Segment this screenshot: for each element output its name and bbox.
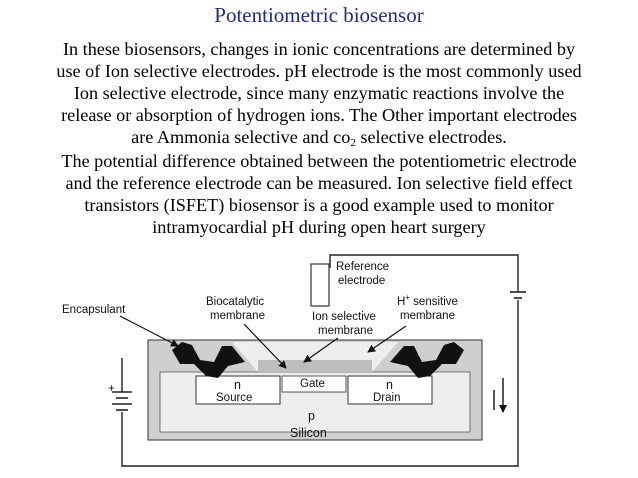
- paragraph2-line4: intramyocardial pH during open heart sur…: [152, 217, 486, 237]
- h-sensitive-plus: +: [405, 293, 410, 302]
- paragraph2-line2: and the reference electrode can be measu…: [65, 173, 573, 193]
- paragraph-isfet: The potential difference obtained betwee…: [6, 150, 632, 238]
- gate-region: [281, 375, 347, 393]
- ion-selective-label-2: membrane: [318, 325, 373, 337]
- drain-region: [347, 375, 433, 405]
- source-n-label: n: [234, 378, 241, 392]
- paragraph1-line5-a: are Ammonia selective and co: [131, 127, 351, 147]
- paragraph1-line5-b: selective electrodes.: [355, 127, 507, 147]
- paragraph1-line3: Ion selective electrode, since many enzy…: [73, 83, 565, 103]
- biocatalytic-label-1: Biocatalytic: [206, 296, 264, 308]
- reference-electrode-label-1: Reference: [336, 261, 389, 273]
- slide-title: Potentiometric biosensor: [214, 3, 424, 27]
- gate-label: Gate: [300, 378, 325, 390]
- h-sensitive-word: sensitive: [410, 296, 458, 308]
- paragraph2-line1: The potential difference obtained betwee…: [61, 151, 577, 171]
- battery-right: [510, 291, 526, 299]
- p-type-label: p: [308, 409, 315, 423]
- paragraph-ion-selective: In these biosensors, changes in ionic co…: [6, 38, 632, 149]
- encapsulant-left: [172, 342, 245, 378]
- paragraph1-line2: use of Ion selective electrodes. pH elec…: [56, 61, 582, 81]
- paragraph1-line1: In these biosensors, changes in ionic co…: [62, 39, 576, 59]
- paragraph1-line5: are Ammonia selective and co2 selective …: [6, 126, 632, 149]
- encapsulant-label: Encapsulant: [62, 304, 126, 316]
- ion-selective-label-1: Ion selective: [312, 311, 376, 323]
- paragraph2-line3: transistors (ISFET) biosensor is a good …: [84, 195, 554, 215]
- ion-selective-membrane-layer: [258, 360, 372, 372]
- reference-electrode: [310, 263, 330, 307]
- h-sensitive-label-2: membrane: [400, 310, 455, 322]
- drain-label: Drain: [373, 392, 400, 404]
- current-arrow-icon: [493, 378, 507, 413]
- h-sensitive-label-1: H+ sensitive: [397, 293, 458, 308]
- h-sensitive-h: H: [397, 296, 405, 308]
- biocatalytic-label-2: membrane: [210, 310, 265, 322]
- paragraph1-line4: release or absorption of hydrogen ions. …: [61, 105, 577, 125]
- encapsulant-right: [390, 342, 464, 378]
- silicon-label: Silicon: [290, 426, 327, 440]
- battery-plus-label: +: [108, 383, 115, 395]
- co2-subscript: 2: [350, 137, 356, 149]
- source-region: [195, 375, 281, 405]
- source-label: Source: [216, 392, 252, 404]
- label-leaders: [119, 315, 407, 369]
- drain-n-label: n: [386, 378, 393, 392]
- battery-left: [112, 391, 132, 411]
- reference-electrode-label-2: electrode: [338, 275, 385, 287]
- circuit-wires: [121, 254, 519, 467]
